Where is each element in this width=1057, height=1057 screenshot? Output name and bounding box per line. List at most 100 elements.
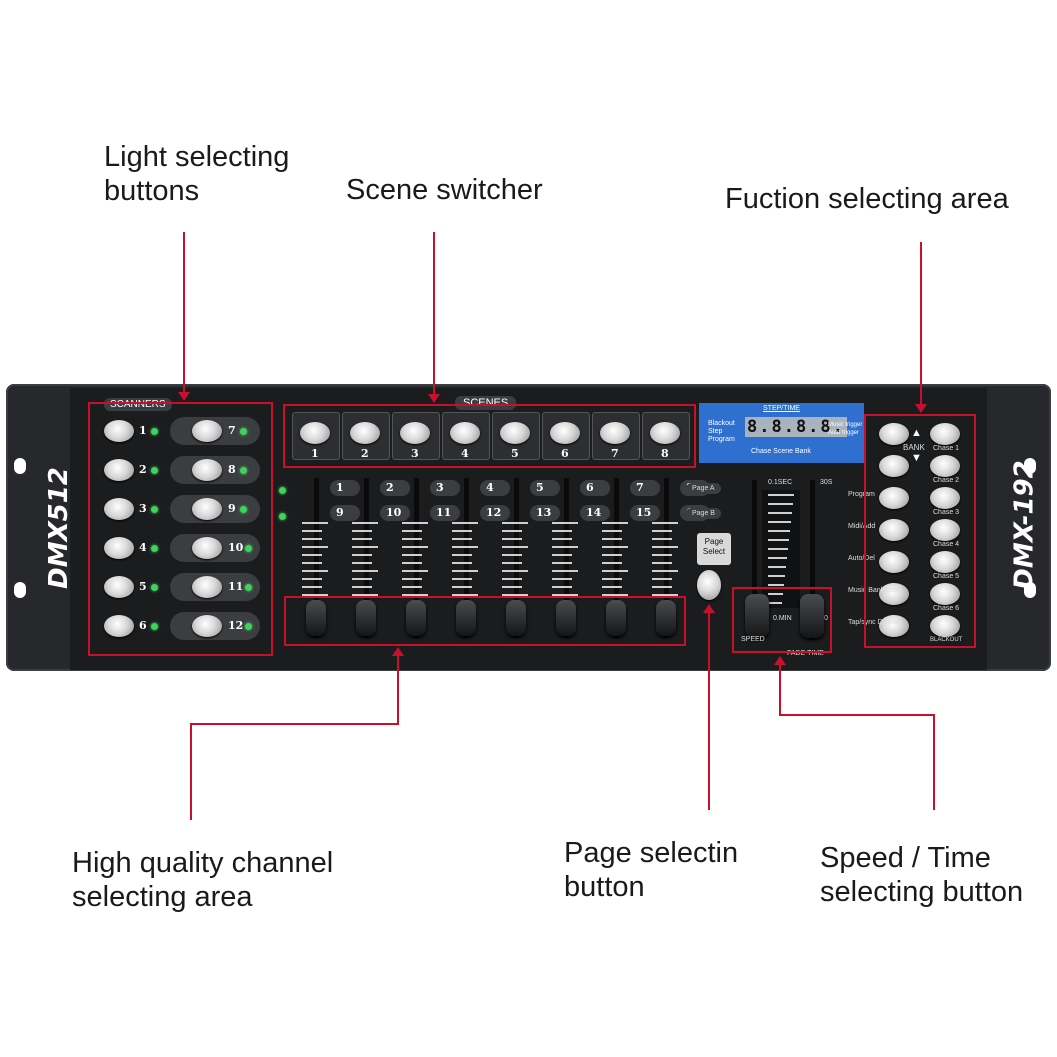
channel-tick <box>652 530 672 532</box>
chase-button[interactable] <box>930 551 960 573</box>
channel-fader-knob[interactable] <box>556 600 576 636</box>
scene-button[interactable] <box>450 422 480 444</box>
lcd-label-music-trigger: Music trigger <box>828 422 863 428</box>
chase-label: Chase 2 <box>933 477 960 484</box>
channel-tick <box>352 594 378 596</box>
scanner-button[interactable] <box>104 576 134 598</box>
channel-tick <box>452 594 478 596</box>
channel-tick <box>352 554 372 556</box>
channel-number: 5 <box>536 481 544 494</box>
chase-button[interactable] <box>930 455 960 477</box>
channel-label-pill <box>530 505 560 521</box>
bank-up-icon: ▲ <box>911 427 922 439</box>
channel-tick <box>552 570 578 572</box>
channel-fader-knob[interactable] <box>406 600 426 636</box>
speed-tick <box>768 566 786 568</box>
scene-button[interactable] <box>300 422 330 444</box>
page-a-led <box>279 487 286 494</box>
highlight-channels <box>284 596 686 646</box>
page-a-label: Page A <box>686 483 721 494</box>
scanner-button[interactable] <box>104 420 134 442</box>
channel-fader-knob[interactable] <box>506 600 526 636</box>
speed-fader-knob[interactable] <box>745 594 769 638</box>
channel-tick <box>552 578 572 580</box>
channel-tick <box>502 594 528 596</box>
scanner-button[interactable] <box>104 537 134 559</box>
scene-button[interactable] <box>650 422 680 444</box>
scanner-button[interactable] <box>104 459 134 481</box>
scanner-button[interactable] <box>192 459 222 481</box>
function-button[interactable] <box>879 423 909 445</box>
function-button[interactable] <box>879 487 909 509</box>
channel-tick <box>602 538 622 540</box>
lcd-label-program: Program <box>708 436 735 443</box>
scanner-led <box>151 545 158 552</box>
scanner-button[interactable] <box>104 498 134 520</box>
channel-tick <box>302 594 328 596</box>
function-button[interactable] <box>879 519 909 541</box>
scene-button[interactable] <box>400 422 430 444</box>
channel-number: 13 <box>536 506 552 519</box>
channel-tick <box>652 578 672 580</box>
channel-label-pill <box>330 480 360 496</box>
function-button[interactable] <box>879 455 909 477</box>
chase-button[interactable] <box>930 615 960 637</box>
channel-label-pill <box>630 505 660 521</box>
function-button[interactable] <box>879 615 909 637</box>
brand-right: DMX-192 <box>1009 460 1040 590</box>
speed-tick <box>768 530 790 532</box>
scene-button[interactable] <box>350 422 380 444</box>
rack-hole <box>14 458 26 474</box>
chase-label: Chase 3 <box>933 509 960 516</box>
scanner-button[interactable] <box>104 615 134 637</box>
callout-function-area: Fuction selecting area <box>725 183 1009 215</box>
callout-channel-area: High quality channel selecting area <box>72 846 333 914</box>
scanner-button[interactable] <box>192 537 222 559</box>
page-select-button[interactable] <box>697 570 721 600</box>
scanner-button[interactable] <box>192 498 222 520</box>
channel-tick <box>652 546 678 548</box>
chase-button[interactable] <box>930 423 960 445</box>
channel-track <box>464 478 469 638</box>
function-button[interactable] <box>879 551 909 573</box>
channel-tick <box>502 586 522 588</box>
scanner-button[interactable] <box>192 615 222 637</box>
callout-page-select: Page selectin button <box>564 836 738 904</box>
scene-button[interactable] <box>550 422 580 444</box>
scene-button[interactable] <box>500 422 530 444</box>
channel-fader-knob[interactable] <box>606 600 626 636</box>
chase-button[interactable] <box>930 519 960 541</box>
page-b-label: Page B <box>686 508 721 519</box>
channel-fader-knob[interactable] <box>306 600 326 636</box>
callout-speed-time: Speed / Time selecting button <box>820 841 1023 909</box>
scene-number: 5 <box>511 447 519 460</box>
chase-button[interactable] <box>930 487 960 509</box>
channel-fader-knob[interactable] <box>456 600 476 636</box>
channel-fader-knob[interactable] <box>356 600 376 636</box>
channel-label-pill <box>580 480 610 496</box>
channel-tick <box>452 554 472 556</box>
channel-track <box>314 478 319 638</box>
channel-tick <box>452 562 472 564</box>
channel-tick <box>502 570 528 572</box>
chase-label: Chase 6 <box>933 605 960 612</box>
arrow-function <box>915 404 927 413</box>
callout-channel-line2: selecting area <box>72 881 253 913</box>
scanner-button[interactable] <box>192 420 222 442</box>
fade-fader-knob[interactable] <box>800 594 824 638</box>
scanner-number: 8 <box>228 463 236 476</box>
scanner-number: 5 <box>139 580 147 593</box>
scanner-button[interactable] <box>192 576 222 598</box>
speed-min-label: 0.MIN <box>773 615 792 622</box>
scanner-led <box>240 467 247 474</box>
chase-button[interactable] <box>930 583 960 605</box>
lcd-label-auto-trigger: Auto trigger <box>828 430 860 436</box>
channel-fader-knob[interactable] <box>656 600 676 636</box>
channel-tick <box>652 594 678 596</box>
channel-tick <box>652 522 678 524</box>
scene-button[interactable] <box>600 422 630 444</box>
function-button[interactable] <box>879 583 909 605</box>
scene-number: 4 <box>461 447 469 460</box>
chase-label: Chase 4 <box>933 541 960 548</box>
scenes-label: SCENES <box>455 396 517 410</box>
